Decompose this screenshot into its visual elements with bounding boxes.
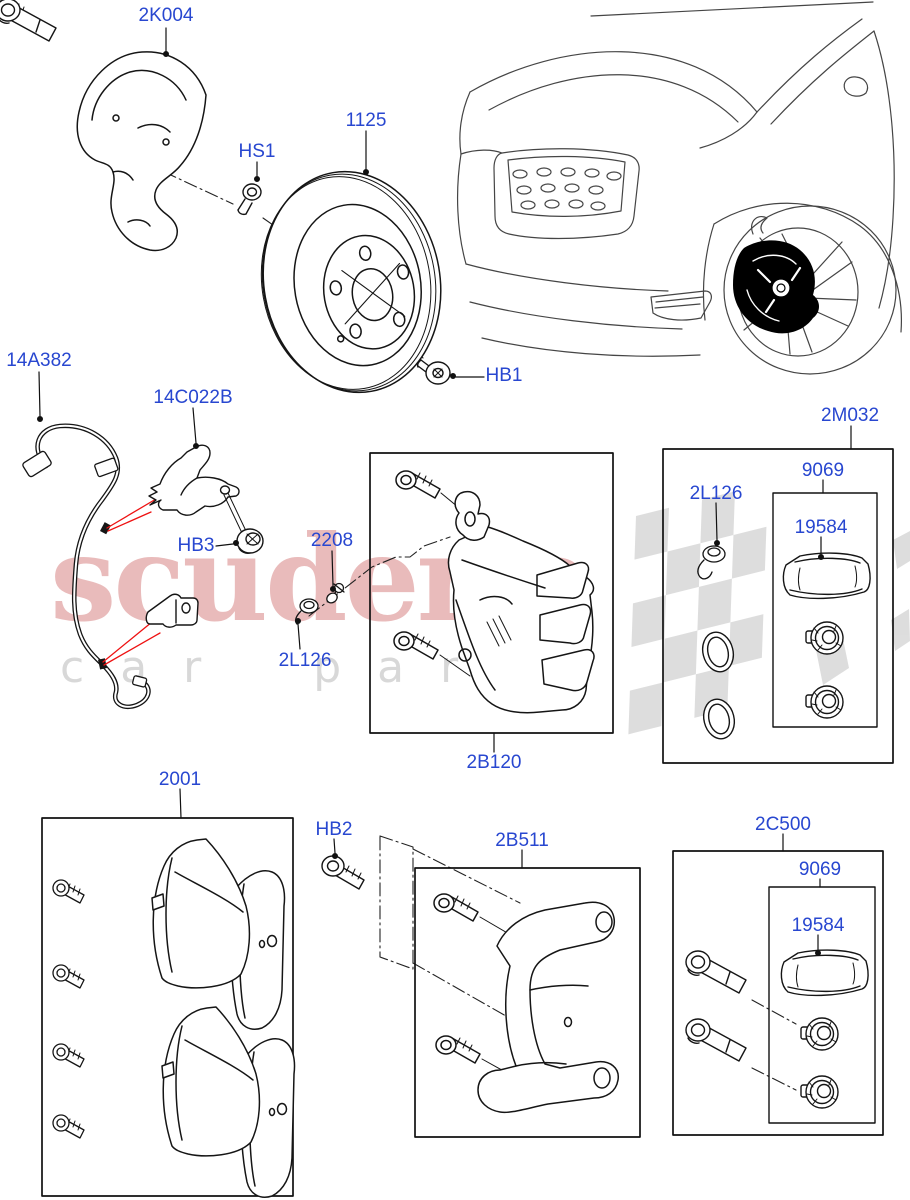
part-label-caliper[interactable]: 2B120 <box>466 752 522 773</box>
part-label-caliper-kit-grease[interactable]: 19584 <box>794 517 848 538</box>
piston-seal-drawing <box>701 631 736 740</box>
caliper-drawing <box>393 470 595 714</box>
pin-kit-inner-box <box>768 886 876 1124</box>
grease-sachet-drawing <box>782 552 871 600</box>
carrier-box <box>414 867 641 1138</box>
part-label-bleed-cap[interactable]: 2L126 <box>278 650 332 671</box>
part-label-pin-kit[interactable]: 2C500 <box>755 814 811 835</box>
guide-pins-drawing <box>0 0 747 1062</box>
pin-kit-box <box>672 850 884 1136</box>
part-label-pin-kit-box[interactable]: 9069 <box>798 859 842 880</box>
pads-box <box>41 817 294 1197</box>
sensor-bracket-upper-drawing <box>148 444 247 534</box>
part-label-pin-kit-grease[interactable]: 19584 <box>791 915 845 936</box>
part-label-carrier-bolt[interactable]: HB2 <box>315 819 353 840</box>
bleed-screw-drawing <box>326 582 345 604</box>
part-label-carrier[interactable]: 2B511 <box>495 830 549 851</box>
sensor-bracket-lower-drawing <box>145 593 199 628</box>
disc-bolt-drawing <box>416 359 451 385</box>
piston-boot-drawing <box>805 621 844 655</box>
vehicle-illustration <box>456 1 902 375</box>
brake-pad-set-drawing <box>151 838 286 1030</box>
caliper-kit-box <box>662 448 894 764</box>
carrier-bolt-drawing <box>321 855 365 890</box>
part-label-disc[interactable]: 1125 <box>345 110 387 131</box>
shield-bolt-drawing <box>237 183 262 216</box>
highlighted-brake-assembly <box>733 240 819 334</box>
part-label-sensor-bracket-upper[interactable]: 14C022B <box>153 387 233 408</box>
caliper-kit-cap-drawing <box>697 545 726 580</box>
part-label-caliper-kit-box[interactable]: 9069 <box>801 460 845 481</box>
part-label-bleed-screw[interactable]: 2208 <box>310 530 354 551</box>
caliper-box <box>369 452 614 734</box>
carrier-drawing <box>433 893 619 1114</box>
part-label-shield[interactable]: 2K004 <box>138 5 194 26</box>
dust-shield-drawing <box>76 51 207 252</box>
caliper-kit-inner-box <box>772 492 878 728</box>
abs-sensor-wire-drawing <box>22 423 151 710</box>
part-label-abs-sensor[interactable]: 14A382 <box>6 350 72 371</box>
brake-disc-drawing <box>260 170 442 394</box>
leader-lines <box>36 27 852 956</box>
part-label-shield-bolt[interactable]: HS1 <box>238 141 276 162</box>
part-label-pads[interactable]: 2001 <box>158 769 202 790</box>
part-label-caliper-kit[interactable]: 2M032 <box>820 405 880 426</box>
part-label-disc-bolt[interactable]: HB1 <box>485 365 523 386</box>
part-label-caliper-kit-cap[interactable]: 2L126 <box>689 483 743 504</box>
part-label-bracket-bolt[interactable]: HB3 <box>177 535 215 556</box>
clip-position-lines <box>102 498 161 666</box>
